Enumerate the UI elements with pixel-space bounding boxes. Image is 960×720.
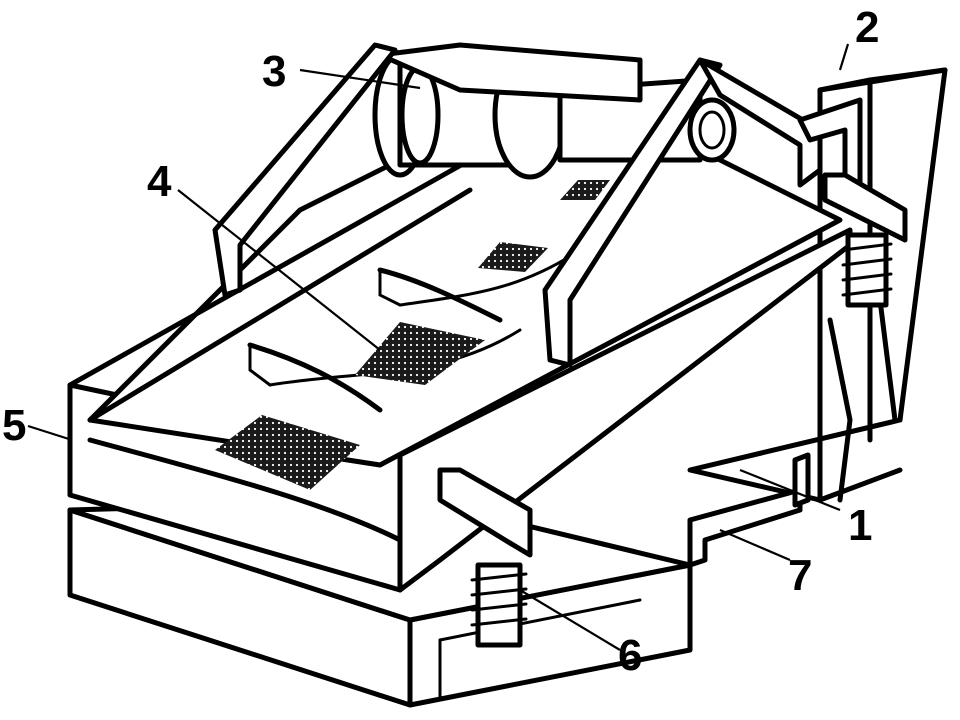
callout-3: 3: [262, 47, 286, 96]
callout-4: 4: [147, 157, 172, 206]
callout-1: 1: [848, 501, 872, 550]
screen-meshes: [215, 180, 610, 490]
spring-rear: [822, 172, 908, 308]
screen-mesh-middle: [355, 322, 485, 385]
screen-mesh-lower: [215, 415, 360, 490]
screen-mesh-upper: [478, 242, 548, 272]
callout-7: 7: [788, 551, 812, 600]
spring-front: [437, 467, 533, 648]
vibration-motor: [372, 42, 737, 180]
leader-lines: [27, 43, 850, 651]
callout-6: 6: [618, 631, 642, 680]
right-support-frame: [687, 67, 948, 503]
callout-5: 5: [2, 401, 26, 450]
callout-labels: 1 2 3 4 5 6 7: [2, 3, 879, 680]
screen-mesh-top: [560, 180, 610, 200]
callout-2: 2: [855, 3, 879, 52]
mounting-bracket: [687, 452, 811, 568]
